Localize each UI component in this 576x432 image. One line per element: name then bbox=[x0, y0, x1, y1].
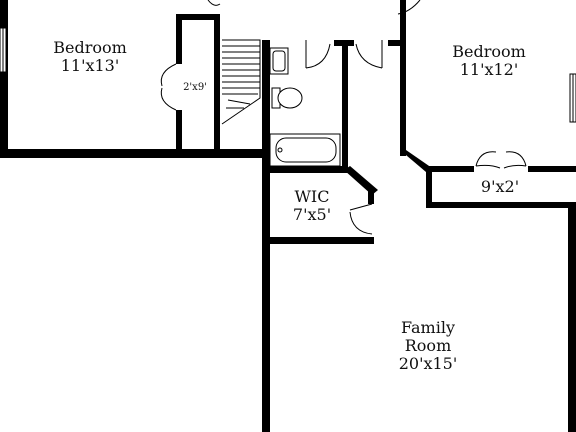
door-closet-left-lower bbox=[160, 87, 177, 111]
wall-wic-east bbox=[368, 190, 374, 204]
bedroom-left-name: Bedroom bbox=[53, 38, 127, 57]
wall-wic-bottom bbox=[262, 237, 374, 244]
wall-closet-left-lower bbox=[176, 110, 182, 154]
wall-bath-east bbox=[342, 40, 348, 170]
wall-closet-left-upper bbox=[176, 14, 182, 64]
stairs bbox=[221, 39, 261, 125]
door-hall bbox=[355, 43, 383, 69]
diagonal-walls bbox=[344, 150, 432, 195]
wall-closet-right-top-right bbox=[528, 166, 576, 172]
wall-bedroom-left-south bbox=[0, 149, 270, 158]
door-bathroom bbox=[305, 43, 331, 69]
family-room-name-line2: Room bbox=[405, 336, 451, 355]
family-room-size: 20'x15' bbox=[399, 354, 458, 373]
bedroom-left-size: 11'x13' bbox=[61, 56, 120, 75]
door-top-left bbox=[207, 0, 221, 6]
wall-bedroom-left-west bbox=[0, 0, 8, 157]
wall-family-room-west bbox=[262, 40, 270, 432]
bathroom-fixtures bbox=[269, 47, 341, 167]
closet-right-size: 9'x2' bbox=[481, 177, 519, 196]
wall-closet-right-bottom bbox=[426, 202, 576, 208]
door-closet-right-left bbox=[475, 151, 497, 167]
wall-bath-top-left bbox=[262, 40, 268, 46]
wall-closet-right-west bbox=[426, 166, 432, 208]
wall-closet-top bbox=[176, 14, 220, 20]
wall-wic-top bbox=[262, 166, 348, 173]
windows bbox=[0, 27, 576, 123]
bedroom-right-name: Bedroom bbox=[452, 42, 526, 61]
room-labels: Bedroom 11'x13' 2'x9' Bedroom 11'x12' WI… bbox=[53, 38, 526, 373]
family-room-name-line1: Family bbox=[401, 318, 455, 337]
wall-bedroom-right-top bbox=[388, 40, 406, 46]
closet-left-size: 2'x9' bbox=[183, 82, 207, 93]
doors bbox=[160, 0, 527, 235]
bedroom-right-size: 11'x12' bbox=[460, 60, 519, 79]
wic-size: 7'x5' bbox=[293, 205, 331, 224]
wall-closet-right-top-left bbox=[426, 166, 474, 172]
wall-closet-right bbox=[214, 14, 220, 154]
door-bedroom-right bbox=[397, 0, 421, 15]
door-closet-right-right bbox=[505, 151, 527, 167]
toilet-bowl bbox=[277, 87, 303, 109]
wic-name: WIC bbox=[294, 187, 329, 206]
door-closet-left-upper bbox=[160, 63, 177, 87]
wall-wic-diagonal bbox=[344, 166, 378, 195]
wall-bedroom-right-west bbox=[400, 0, 406, 156]
wall-bedroom-right-diagonal bbox=[400, 150, 432, 172]
door-wic bbox=[349, 211, 373, 235]
wall-family-room-east bbox=[568, 208, 576, 432]
